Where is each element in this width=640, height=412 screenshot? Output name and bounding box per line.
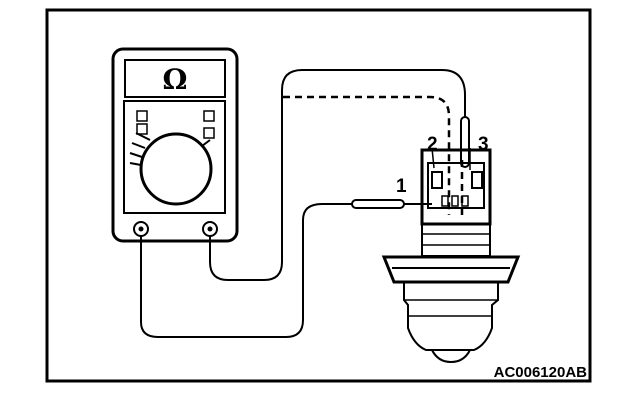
rotary-dial	[139, 132, 213, 206]
multimeter-dial-panel	[123, 100, 226, 214]
com-jack-hole	[138, 226, 144, 232]
sensor-tip	[431, 349, 471, 364]
multimeter-body	[111, 47, 239, 243]
range-indicator-icon	[136, 110, 148, 122]
test-lead-hidden-path	[283, 95, 451, 215]
dial-ticks	[129, 132, 211, 166]
sensor-body	[403, 281, 499, 351]
terminal-slot	[471, 171, 483, 189]
terminal-pin	[461, 195, 469, 207]
range-indicator-icon	[203, 110, 215, 122]
pin-label-1: 1	[396, 176, 407, 197]
pin-label-2: 2	[427, 134, 438, 155]
ohm-symbol: Ω	[163, 63, 188, 96]
ohm-jack-hole	[207, 226, 213, 232]
terminal-slot	[431, 171, 443, 189]
pin-label-3: 3	[478, 134, 489, 155]
probe-pin-3	[460, 116, 470, 168]
sensor-connector	[381, 147, 521, 364]
range-indicator-icon	[203, 127, 215, 139]
figure-frame	[45, 8, 592, 383]
sensor-flange	[381, 255, 521, 284]
multimeter-display	[124, 59, 226, 98]
connector-inner	[427, 162, 485, 209]
test-lead-positive	[209, 69, 466, 281]
range-indicator-icon	[136, 123, 148, 135]
terminal-pin	[441, 195, 449, 207]
figure-reference-code: AC006120AB	[494, 364, 588, 381]
test-lead-negative	[140, 203, 352, 338]
terminal-pin	[451, 195, 459, 207]
